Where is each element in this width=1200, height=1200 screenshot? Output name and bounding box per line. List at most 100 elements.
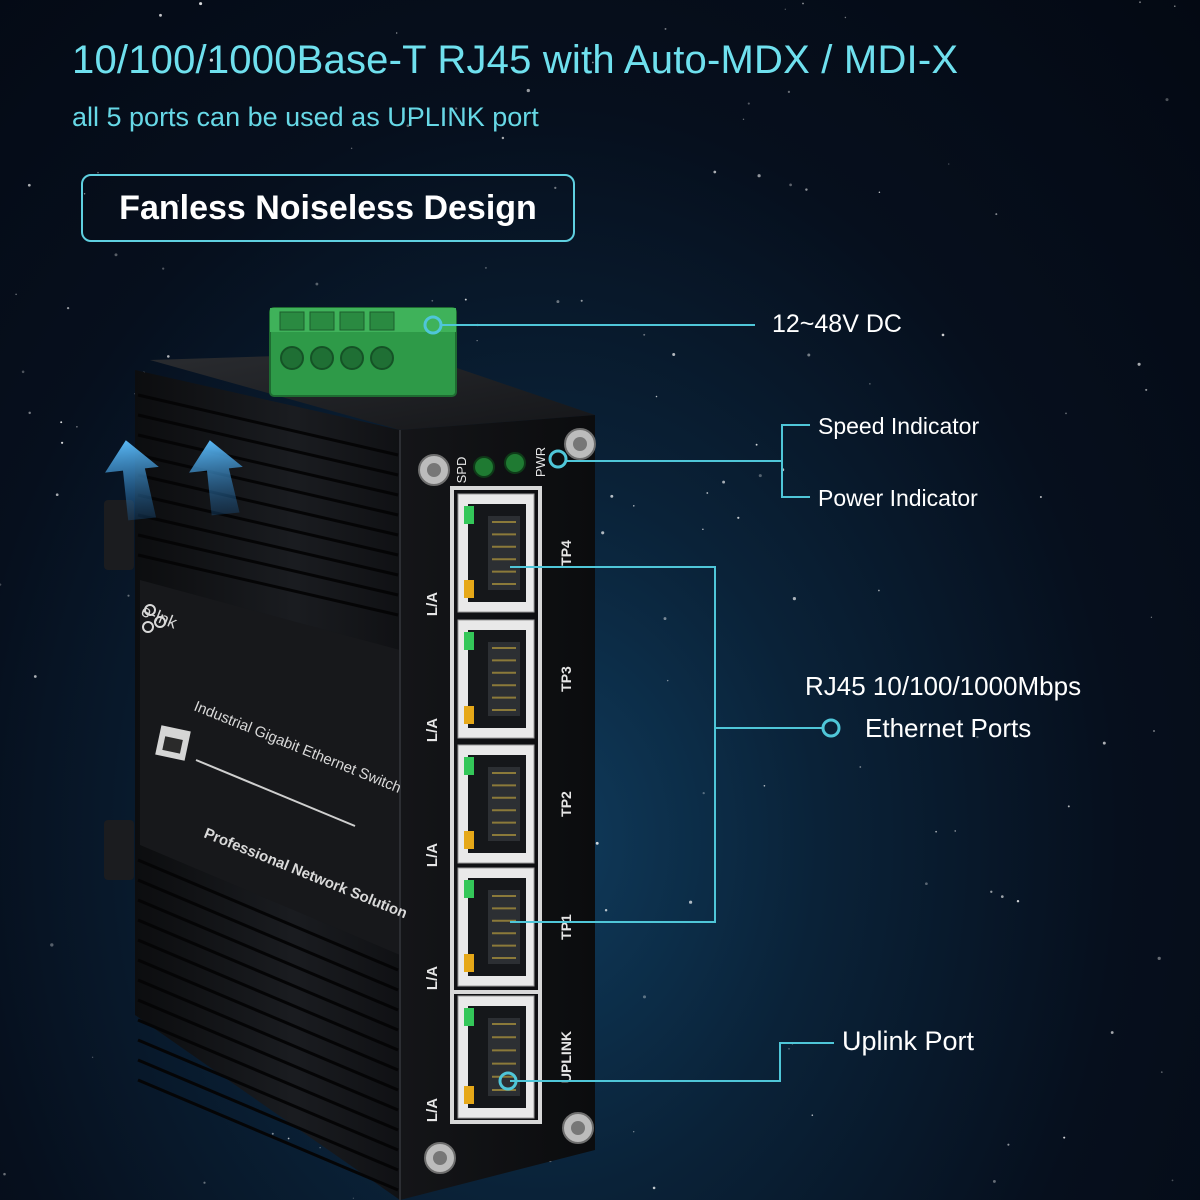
star — [1033, 682, 1036, 685]
star — [1016, 899, 1020, 903]
star — [1065, 412, 1067, 415]
screw-top-left — [418, 454, 450, 486]
star — [159, 13, 162, 17]
link-activity-label: L/A — [424, 718, 441, 742]
brand-logo-icon — [142, 604, 166, 633]
star — [396, 32, 398, 34]
ethernet-port-tp3[interactable] — [457, 619, 535, 739]
power-terminal-block — [269, 307, 457, 397]
star — [663, 617, 667, 621]
star — [601, 531, 605, 535]
star — [763, 784, 766, 787]
airflow-arrow-icon — [189, 440, 243, 516]
star — [199, 2, 203, 6]
din-clip-top — [104, 500, 134, 570]
star — [203, 1181, 206, 1184]
dot-marker-icon — [423, 315, 443, 335]
ethernet-ports-callout-line2: Ethernet Ports — [865, 713, 1032, 743]
heatsink-fins-lower — [137, 858, 399, 1192]
screw-top-right — [564, 428, 596, 460]
star — [642, 995, 647, 999]
star — [788, 1047, 790, 1050]
link-led-green — [464, 632, 474, 650]
star — [556, 300, 560, 304]
star — [992, 1179, 996, 1183]
feature-badge: Fanless Noiseless Design — [81, 174, 575, 242]
star — [162, 267, 165, 270]
star — [811, 1114, 814, 1116]
star — [807, 353, 811, 357]
star — [805, 188, 808, 191]
link-led-green — [464, 757, 474, 775]
star — [1171, 1179, 1174, 1182]
star — [60, 421, 63, 424]
link-led-green — [464, 1008, 474, 1026]
uplink-port-frame — [450, 990, 542, 1124]
star — [990, 890, 993, 893]
port-label: TP1 — [558, 914, 574, 940]
star — [976, 735, 979, 739]
activity-led-amber — [464, 580, 474, 598]
star — [702, 791, 705, 795]
activity-led-amber — [464, 831, 474, 849]
star — [947, 163, 950, 165]
star — [941, 333, 945, 337]
star — [27, 183, 31, 187]
star — [60, 441, 64, 444]
side-label-panel — [140, 580, 400, 955]
star — [787, 90, 791, 94]
star — [878, 191, 881, 193]
star — [127, 594, 130, 597]
star — [484, 266, 487, 269]
star — [666, 679, 669, 682]
star — [501, 136, 505, 140]
star — [1110, 1031, 1114, 1034]
star — [737, 516, 740, 519]
star — [755, 443, 758, 446]
star — [742, 118, 745, 121]
uplink-port[interactable] — [457, 995, 535, 1119]
star — [166, 355, 170, 358]
power-led — [504, 452, 526, 474]
star — [643, 333, 646, 336]
side-rj45-icon — [155, 725, 191, 761]
star — [315, 282, 319, 286]
star — [1000, 895, 1004, 898]
ethernet-port-tp1[interactable] — [457, 867, 535, 987]
star — [672, 353, 676, 356]
star — [689, 900, 693, 904]
star — [702, 528, 704, 530]
star — [406, 124, 410, 128]
star — [0, 583, 2, 586]
link-activity-label: L/A — [424, 592, 441, 616]
activity-led-amber — [464, 954, 474, 972]
star — [655, 395, 658, 398]
ethernet-port-tp4[interactable] — [457, 493, 535, 613]
port-label: UPLINK — [558, 1031, 574, 1083]
port-label: TP2 — [558, 791, 574, 817]
link-activity-label: L/A — [424, 1098, 441, 1122]
port-label: TP3 — [558, 666, 574, 692]
activity-led-amber — [464, 706, 474, 724]
side-decor-line — [195, 759, 356, 827]
star — [1102, 741, 1106, 745]
star — [1150, 616, 1153, 618]
star — [664, 27, 667, 30]
star — [869, 383, 871, 385]
star — [15, 293, 17, 296]
link-led-green — [464, 880, 474, 898]
star — [604, 909, 608, 912]
star — [633, 505, 635, 507]
star — [595, 841, 599, 845]
star — [33, 675, 37, 678]
star — [580, 299, 583, 302]
star — [55, 493, 59, 497]
star — [758, 474, 762, 478]
star — [177, 200, 180, 202]
star — [610, 494, 614, 498]
star — [476, 340, 478, 342]
star — [1165, 98, 1169, 102]
ethernet-port-tp2[interactable] — [457, 744, 535, 864]
